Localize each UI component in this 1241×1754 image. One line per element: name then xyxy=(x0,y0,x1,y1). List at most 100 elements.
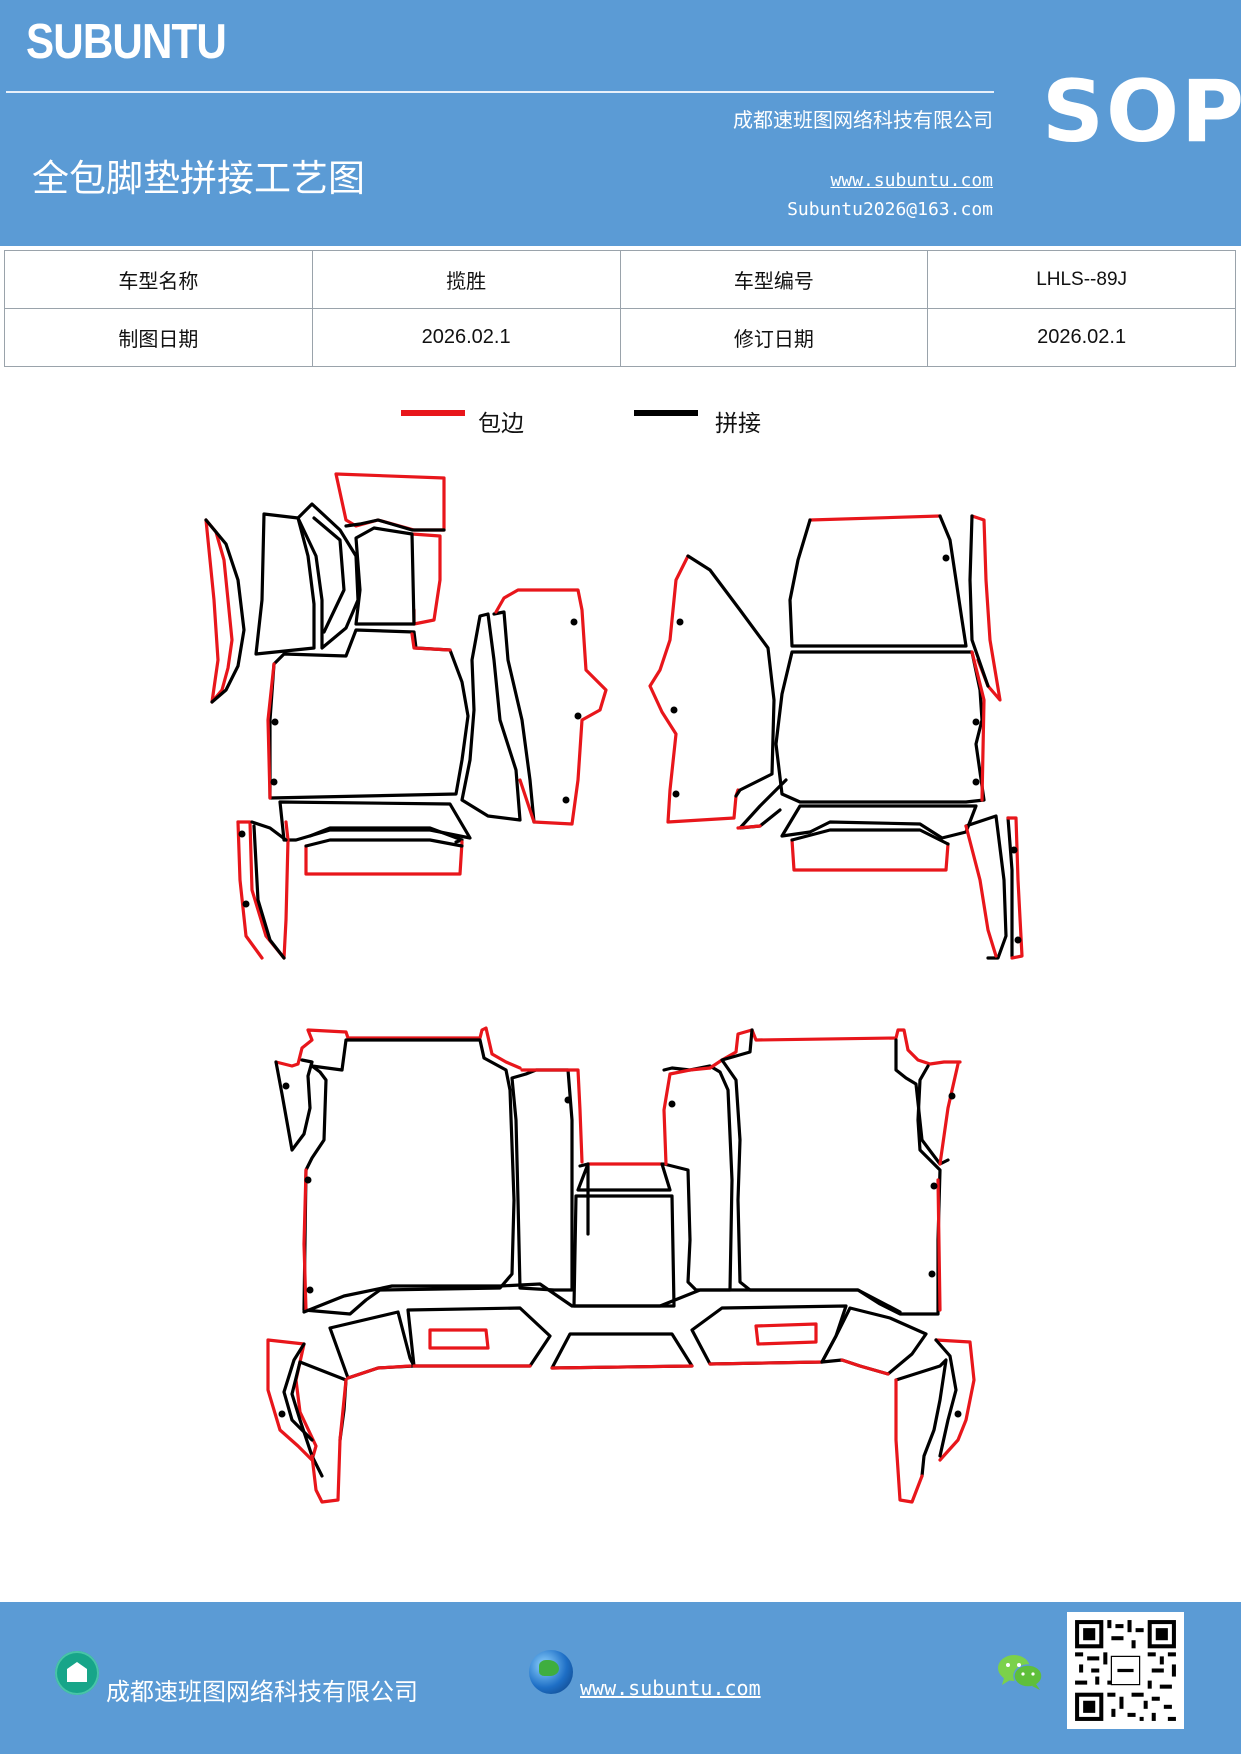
grommet-dot xyxy=(306,1286,314,1294)
mat-piece-black xyxy=(250,820,288,842)
mat-piece-black xyxy=(550,1332,694,1370)
passenger-front-mat-group xyxy=(648,514,1024,960)
page-title: 全包脚垫拼接工艺图 xyxy=(32,157,365,200)
model-name-label: 车型名称 xyxy=(4,250,313,309)
grommet-dot xyxy=(238,830,246,838)
mat-piece-red xyxy=(662,1066,712,1166)
grommet-dots xyxy=(238,554,1022,1418)
mat-piece-black xyxy=(296,502,360,650)
grommet-dot xyxy=(242,900,250,908)
legend-edge-label: 包边 xyxy=(478,411,524,437)
mat-piece-black xyxy=(406,1306,552,1368)
rear-mat-group xyxy=(266,1026,976,1504)
mat-piece-black xyxy=(576,1162,672,1192)
draw-date-value: 2026.02.1 xyxy=(311,308,621,367)
mat-piece-red xyxy=(736,824,762,830)
website-link[interactable]: www.subuntu.com xyxy=(830,170,993,191)
mat-piece-black xyxy=(780,804,978,840)
mat-piece-black xyxy=(1006,816,1014,958)
mat-piece-red xyxy=(938,1062,960,1166)
sop-badge: SOP xyxy=(1042,62,1241,162)
grommet-dot xyxy=(972,718,980,726)
grommet-dot xyxy=(278,1410,286,1418)
mat-piece-black xyxy=(510,1068,574,1292)
mat-piece-black xyxy=(344,518,446,532)
mat-piece-red xyxy=(410,532,442,626)
grommet-dot xyxy=(562,796,570,804)
mat-piece-red xyxy=(808,514,942,522)
grommet-dot xyxy=(270,778,278,786)
mat-piece-black xyxy=(572,1194,676,1308)
mat-piece-red xyxy=(970,650,986,802)
mat-piece-red xyxy=(708,1360,824,1366)
email-address: Subuntu2026@163.com xyxy=(787,199,993,220)
mat-piece-red xyxy=(964,824,998,958)
mat-piece-red xyxy=(936,1178,942,1312)
grommet-dot xyxy=(954,1410,962,1418)
mat-piece-red xyxy=(708,1028,962,1070)
mat-piece-red xyxy=(648,554,740,824)
grommet-dot xyxy=(1010,846,1018,854)
floor-mat-diagram xyxy=(204,472,1024,1504)
mat-piece-black xyxy=(894,1358,948,1478)
grommet-dot xyxy=(564,1096,572,1104)
mat-piece-black xyxy=(304,838,464,848)
table-row: 制图日期 2026.02.1 修订日期 2026.02.1 xyxy=(4,308,1236,367)
model-code-label: 车型编号 xyxy=(619,250,929,309)
grommet-dot xyxy=(942,554,950,562)
globe-icon xyxy=(529,1650,573,1694)
grommet-dot xyxy=(670,706,678,714)
mat-piece-black xyxy=(290,1360,324,1478)
grommet-dot xyxy=(282,1082,290,1090)
mat-piece-black xyxy=(268,628,470,800)
model-name-value: 揽胜 xyxy=(311,250,621,309)
mat-piece-red xyxy=(346,1364,412,1380)
mat-piece-red xyxy=(894,1378,924,1504)
mat-piece-black xyxy=(354,526,416,626)
draw-date-label: 制图日期 xyxy=(4,308,313,367)
grommet-dot xyxy=(668,1100,676,1108)
footer-company-name: 成都速班图网络科技有限公司 xyxy=(106,1678,418,1706)
mat-piece-black xyxy=(460,612,522,822)
company-name: 成都速班图网络科技有限公司 xyxy=(733,108,993,132)
mat-piece-black xyxy=(282,1342,314,1442)
mat-piece-black xyxy=(252,824,286,960)
mat-piece-black xyxy=(274,1058,314,1152)
grommet-dot xyxy=(930,1182,938,1190)
mat-piece-red xyxy=(274,1026,522,1070)
mat-piece-black xyxy=(308,826,464,844)
wechat-icon[interactable] xyxy=(996,1652,1044,1692)
mat-piece-black xyxy=(302,1282,902,1314)
legend-splice-swatch xyxy=(634,410,698,416)
mat-piece-black xyxy=(690,1304,848,1366)
mat-piece-black xyxy=(774,650,986,804)
mat-piece-black xyxy=(934,1338,958,1458)
revise-date-value: 2026.02.1 xyxy=(927,308,1236,367)
mat-piece-black xyxy=(788,514,968,648)
mat-piece-black xyxy=(820,1306,928,1376)
mat-piece-red xyxy=(1006,816,1024,960)
model-code-value: LHLS--89J xyxy=(927,250,1236,309)
mat-piece-black xyxy=(312,516,346,634)
mat-piece-black xyxy=(204,518,246,704)
table-row: 车型名称 揽胜 车型编号 LHLS--89J xyxy=(4,250,1236,309)
revise-date-label: 修订日期 xyxy=(619,308,929,367)
grommet-dot xyxy=(972,778,980,786)
legend-edge-swatch xyxy=(401,410,465,416)
grommet-dot xyxy=(304,1176,312,1184)
header-banner: SUBUNTU 成都速班图网络科技有限公司 全包脚垫拼接工艺图 www.subu… xyxy=(0,0,1241,246)
mat-piece-red xyxy=(236,820,264,960)
driver-front-mat-group xyxy=(204,472,608,960)
mat-piece-red xyxy=(334,472,446,532)
grommet-dot xyxy=(928,1270,936,1278)
mat-piece-red xyxy=(310,1378,348,1504)
footer-website-link[interactable]: www.subuntu.com xyxy=(580,1676,761,1700)
qr-code[interactable] xyxy=(1067,1612,1184,1729)
grommet-dot xyxy=(271,718,279,726)
legend-splice-label: 拼接 xyxy=(715,411,761,437)
brand-logo: SUBUNTU xyxy=(26,15,227,69)
mat-piece-red xyxy=(754,1322,818,1346)
mat-piece-red xyxy=(266,662,276,800)
qr-code-pattern xyxy=(1075,1620,1176,1721)
mat-piece-red xyxy=(550,1364,694,1370)
